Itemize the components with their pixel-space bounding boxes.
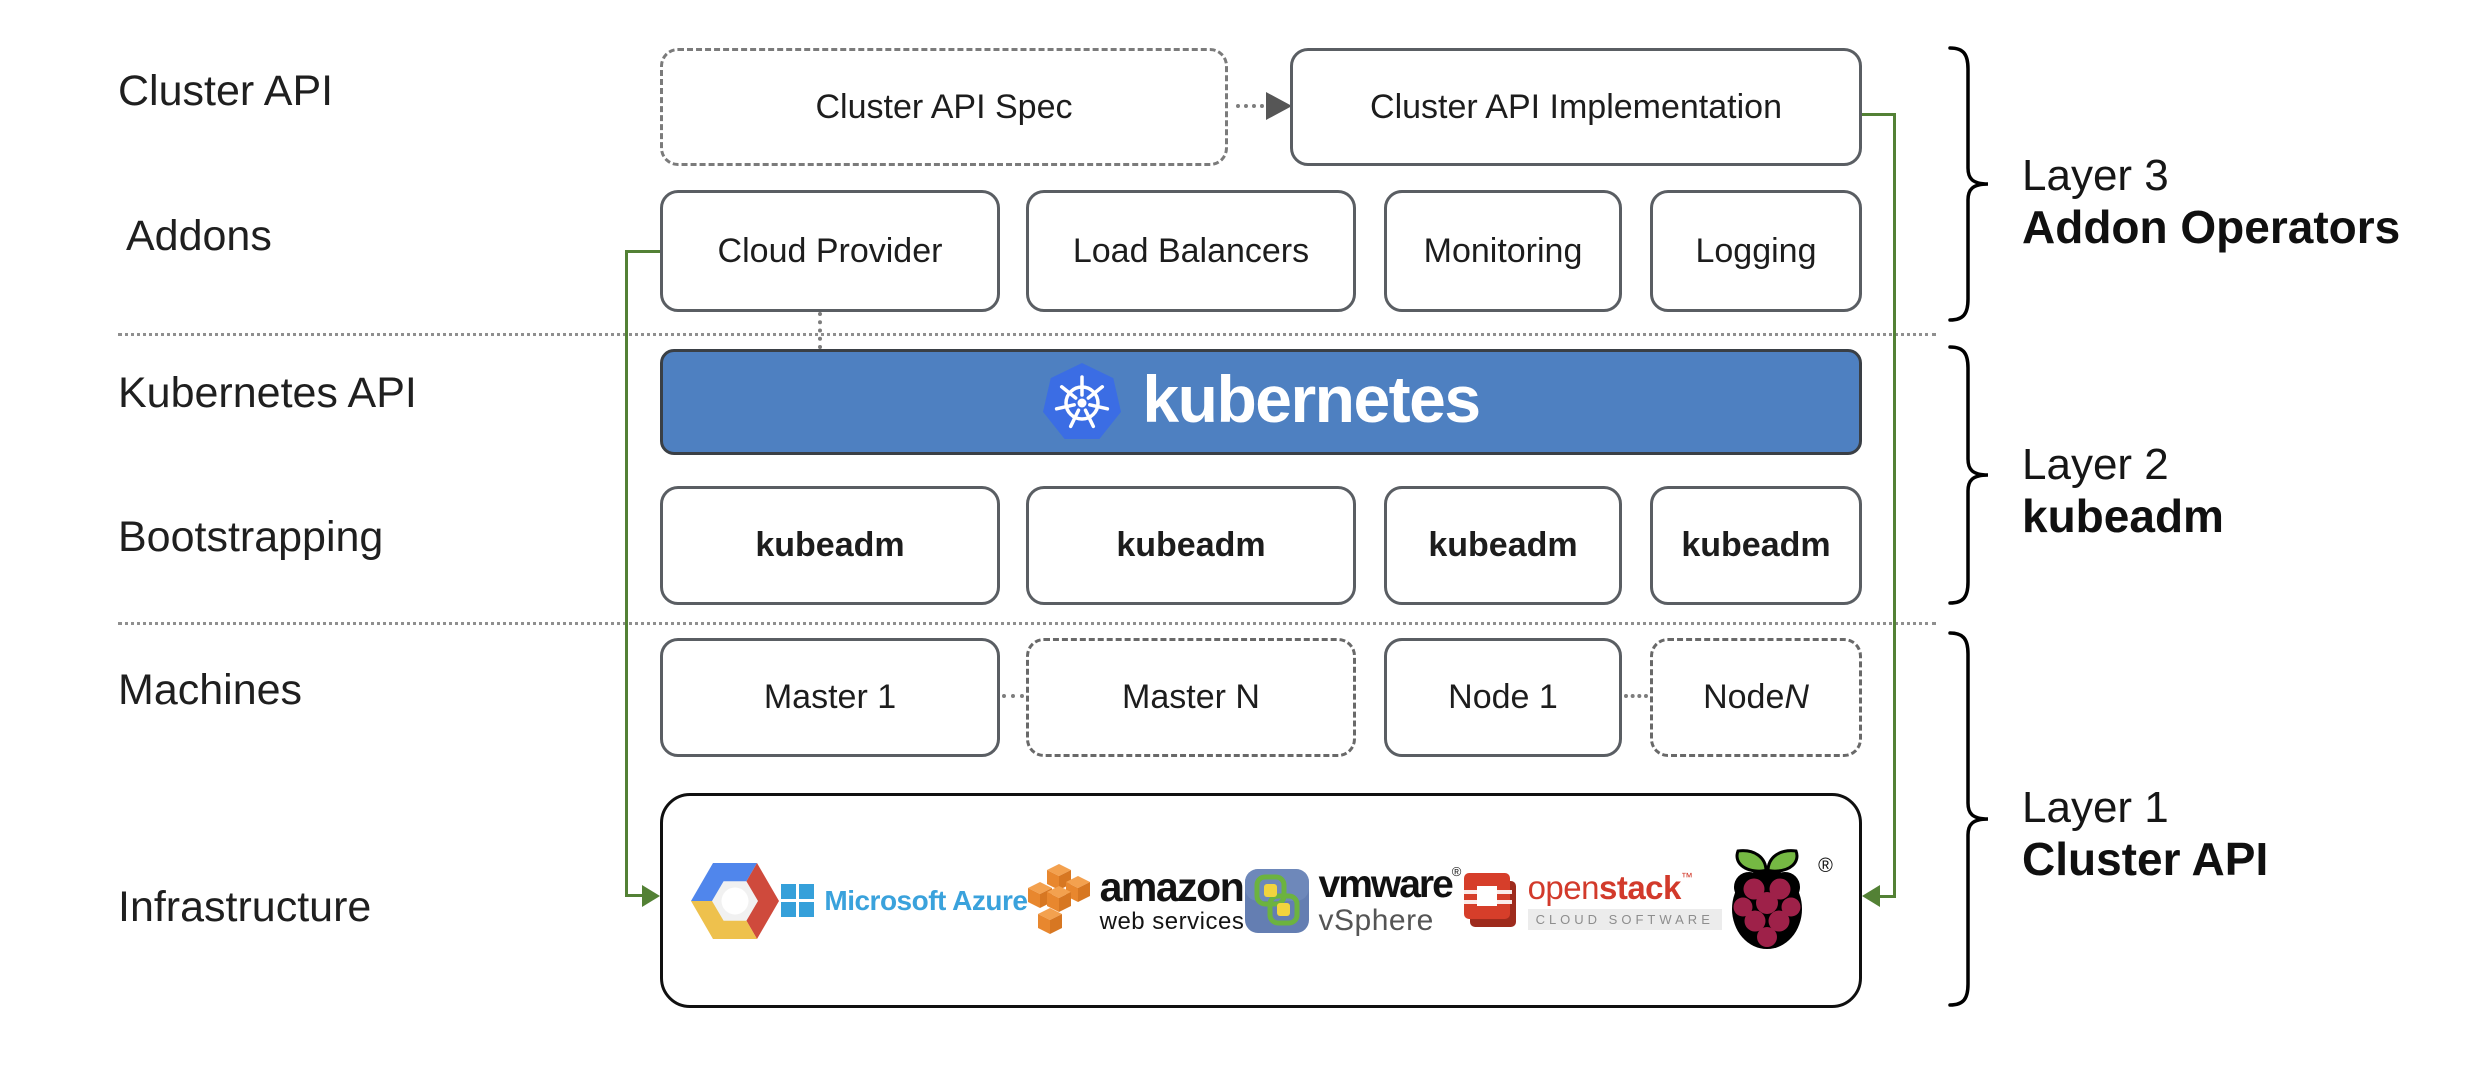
addon-box-cloud-provider: Cloud Provider — [660, 190, 1000, 312]
layer-1-title: Layer 1 — [2022, 783, 2169, 832]
green-connector-left-bottom — [625, 894, 645, 897]
provider-openstack: openstack™ CLOUD SOFTWARE — [1461, 869, 1722, 931]
machine-box-node-1: Node 1 — [1384, 638, 1622, 757]
cluster-api-spec-label: Cluster API Spec — [815, 87, 1073, 126]
machine-label: Master N — [1122, 678, 1260, 716]
addon-label: Monitoring — [1423, 231, 1583, 270]
addon-box-load-balancers: Load Balancers — [1026, 190, 1356, 312]
provider-microsoft-azure: Microsoft Azure — [781, 884, 1028, 917]
raspberry-pi-icon — [1732, 848, 1803, 949]
openstack-label: openstack™ — [1527, 869, 1693, 906]
green-connector-right-top — [1862, 113, 1896, 116]
layer-2-title: Layer 2 — [2022, 440, 2169, 489]
microsoft-azure-label: Microsoft Azure — [824, 884, 1028, 916]
spec-to-impl-dotted-line — [1236, 104, 1272, 108]
addon-label: Logging — [1695, 231, 1817, 270]
raspberry-pi-registered-mark: ® — [1818, 855, 1833, 877]
layer-1-subtitle: Cluster API — [2022, 833, 2269, 885]
vmware-registered-mark: ® — [1451, 864, 1462, 879]
machine-box-node-n: Node N — [1650, 638, 1862, 757]
kubernetes-wheel-icon — [1043, 363, 1122, 439]
openstack-trademark: ™ — [1680, 870, 1693, 884]
green-connector-left-top — [625, 250, 660, 253]
node-dotted-link — [1624, 694, 1648, 698]
kubeadm-box-1: kubeadm — [660, 486, 1000, 605]
green-arrowhead-into-infra-left-icon — [642, 885, 660, 907]
web-services-label: web services — [1099, 908, 1245, 935]
addon-label: Load Balancers — [1072, 231, 1310, 270]
vmware-label: vmware® — [1318, 863, 1462, 906]
kubeadm-box-2: kubeadm — [1026, 486, 1356, 605]
microsoft-window-icon — [781, 884, 815, 917]
green-arrowhead-into-infra-right-icon — [1862, 885, 1880, 907]
machine-label-italic-n: N — [1784, 678, 1809, 716]
master-dotted-link — [1002, 694, 1024, 698]
kubeadm-box-3: kubeadm — [1384, 486, 1622, 605]
google-cloud-platform-icon — [691, 862, 780, 939]
amazon-label: amazon — [1099, 864, 1245, 910]
kubeadm-label: kubeadm — [1428, 526, 1578, 564]
kubeadm-label: kubeadm — [1116, 526, 1266, 564]
kubeadm-label: kubeadm — [1681, 526, 1831, 564]
machine-box-master-1: Master 1 — [660, 638, 1000, 757]
layer-3-subtitle: Addon Operators — [2022, 201, 2401, 253]
machine-label: Node 1 — [1448, 678, 1558, 716]
layer-1-bracket — [1948, 631, 1989, 1007]
kubeadm-box-4: kubeadm — [1650, 486, 1862, 605]
layer-2-subtitle: kubeadm — [2022, 490, 2224, 542]
kubernetes-wordmark: kubernetes — [1142, 362, 1481, 436]
row-label-infrastructure: Infrastructure — [118, 883, 372, 931]
section-separator-top — [118, 333, 1936, 336]
openstack-tagline: CLOUD SOFTWARE — [1527, 909, 1722, 930]
provider-vmware-vsphere: vmware® vSphere — [1244, 863, 1462, 937]
kubeadm-label: kubeadm — [755, 526, 905, 564]
row-label-bootstrapping: Bootstrapping — [118, 513, 384, 561]
machine-box-master-n: Master N — [1026, 638, 1356, 757]
cluster-api-implementation-box: Cluster API Implementation — [1290, 48, 1862, 166]
row-label-machines: Machines — [118, 666, 303, 714]
vmware-vsphere-icon — [1244, 868, 1309, 933]
kubernetes-bar: kubernetes — [660, 349, 1862, 455]
green-connector-left-vertical — [625, 250, 628, 897]
aws-cubes-icon — [1027, 863, 1090, 934]
section-separator-bottom — [118, 622, 1936, 625]
provider-raspberry-pi: ® — [1722, 845, 1833, 957]
machine-label: Master 1 — [763, 678, 897, 716]
vsphere-label: vSphere — [1318, 904, 1434, 937]
machine-label: Node — [1703, 678, 1785, 716]
provider-aws: amazon web services — [1027, 863, 1245, 938]
openstack-icon — [1461, 872, 1516, 927]
layer-3-bracket — [1948, 46, 1989, 322]
addon-box-monitoring: Monitoring — [1384, 190, 1622, 312]
cluster-api-implementation-label: Cluster API Implementation — [1370, 87, 1782, 126]
green-connector-right-bottom — [1878, 895, 1896, 898]
row-label-kubernetes-api: Kubernetes API — [118, 369, 417, 417]
row-label-cluster-api: Cluster API — [118, 67, 334, 115]
layer-3-title: Layer 3 — [2022, 151, 2169, 200]
infrastructure-box: Microsoft Azure — [660, 793, 1862, 1008]
addon-label: Cloud Provider — [717, 231, 943, 270]
cloud-provider-kubernetes-dotted-link — [818, 312, 822, 349]
layer-2-bracket — [1948, 345, 1989, 605]
spec-to-impl-arrowhead-icon — [1266, 92, 1292, 120]
cluster-api-spec-box: Cluster API Spec — [660, 48, 1228, 166]
addon-box-logging: Logging — [1650, 190, 1862, 312]
green-connector-right-vertical — [1893, 113, 1896, 898]
row-label-addons: Addons — [126, 212, 272, 260]
provider-google-cloud — [689, 855, 781, 947]
